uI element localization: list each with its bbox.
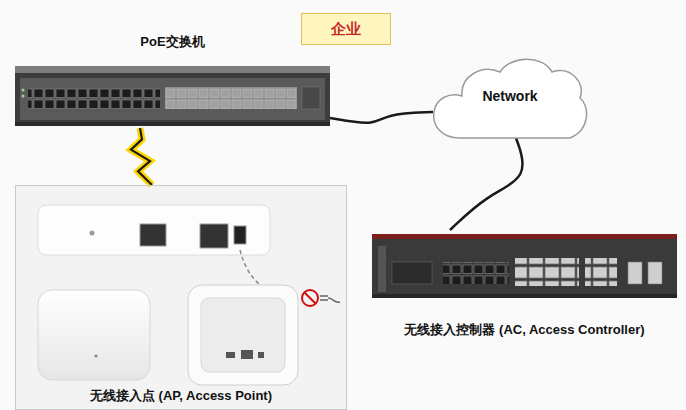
node-label: 无线接入控制器 (AC, Access Controller) xyxy=(404,322,644,338)
connector-line xyxy=(330,112,433,123)
controller-node: 无线接入控制器 (AC, Access Controller) xyxy=(372,230,677,342)
switch-node: PoE交换机 xyxy=(15,34,330,128)
tag-box: 企业 xyxy=(301,13,391,45)
ac-illustration xyxy=(372,234,677,298)
connector xyxy=(330,112,433,123)
connector-line xyxy=(131,128,152,185)
access-point-panel: 无线接入点 (AP, Access Point) xyxy=(15,185,347,410)
node-label: Network xyxy=(482,88,537,106)
node-label: PoE交换机 xyxy=(140,34,204,50)
switch-illustration xyxy=(15,66,330,126)
poe-glow xyxy=(131,128,152,185)
connector-line xyxy=(450,138,523,230)
node-label: 无线接入点 (AP, Access Point) xyxy=(90,388,272,404)
cloud-node: Network xyxy=(430,52,590,142)
cloud-shape xyxy=(434,59,587,138)
node-label: 企业 xyxy=(331,20,361,39)
connector xyxy=(131,128,152,185)
connector xyxy=(450,138,523,230)
ap-illustration xyxy=(15,185,347,410)
